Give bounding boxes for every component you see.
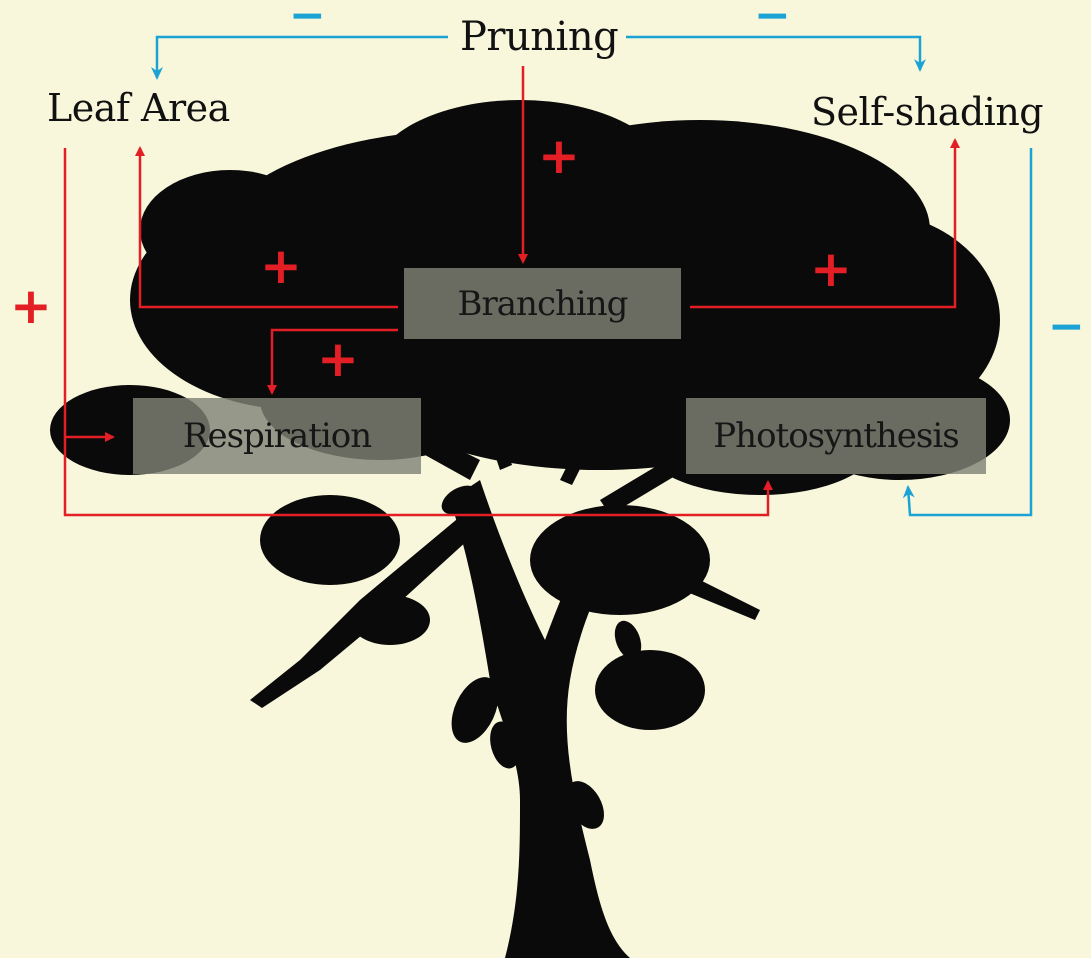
branching-label: Branching <box>457 283 629 324</box>
branching-box: Branching <box>404 268 681 339</box>
positive-links <box>63 66 960 517</box>
pruning-to-self-shading-arrow <box>626 35 926 72</box>
respiration-box: Respiration <box>133 398 421 474</box>
pruning-label: Pruning <box>460 14 619 60</box>
branching-to-leaf-area-arrow <box>135 146 398 309</box>
pruning-to-leaf-area-arrow <box>151 35 448 80</box>
photosynthesis-label: Photosynthesis <box>713 416 959 456</box>
leaf-area-label: Leaf Area <box>47 86 230 130</box>
sign-branching-respiration: + <box>317 330 359 388</box>
self-shading-to-photosynthesis-arrow <box>902 148 1033 517</box>
sign-pruning-branching: + <box>538 127 580 185</box>
branching-to-self-shading-arrow <box>690 138 960 309</box>
branching-to-respiration-arrow <box>267 328 398 395</box>
self-shading-label: Self-shading <box>811 90 1044 134</box>
sign-pruning-leaf-area: − <box>289 0 326 41</box>
respiration-label: Respiration <box>182 416 372 456</box>
sign-leaf-area-photosynthesis: + <box>10 277 52 335</box>
sign-branching-self-shading: + <box>810 240 852 298</box>
leaf-area-to-photosynthesis-arrow <box>63 437 773 517</box>
sign-branching-leaf-area: + <box>260 237 302 295</box>
negative-links <box>151 35 1033 517</box>
tree-silhouette <box>50 100 1010 958</box>
sign-self-shading-photosynthesis: − <box>1048 301 1085 352</box>
photosynthesis-box: Photosynthesis <box>686 398 986 474</box>
sign-pruning-self-shading: − <box>754 0 791 41</box>
